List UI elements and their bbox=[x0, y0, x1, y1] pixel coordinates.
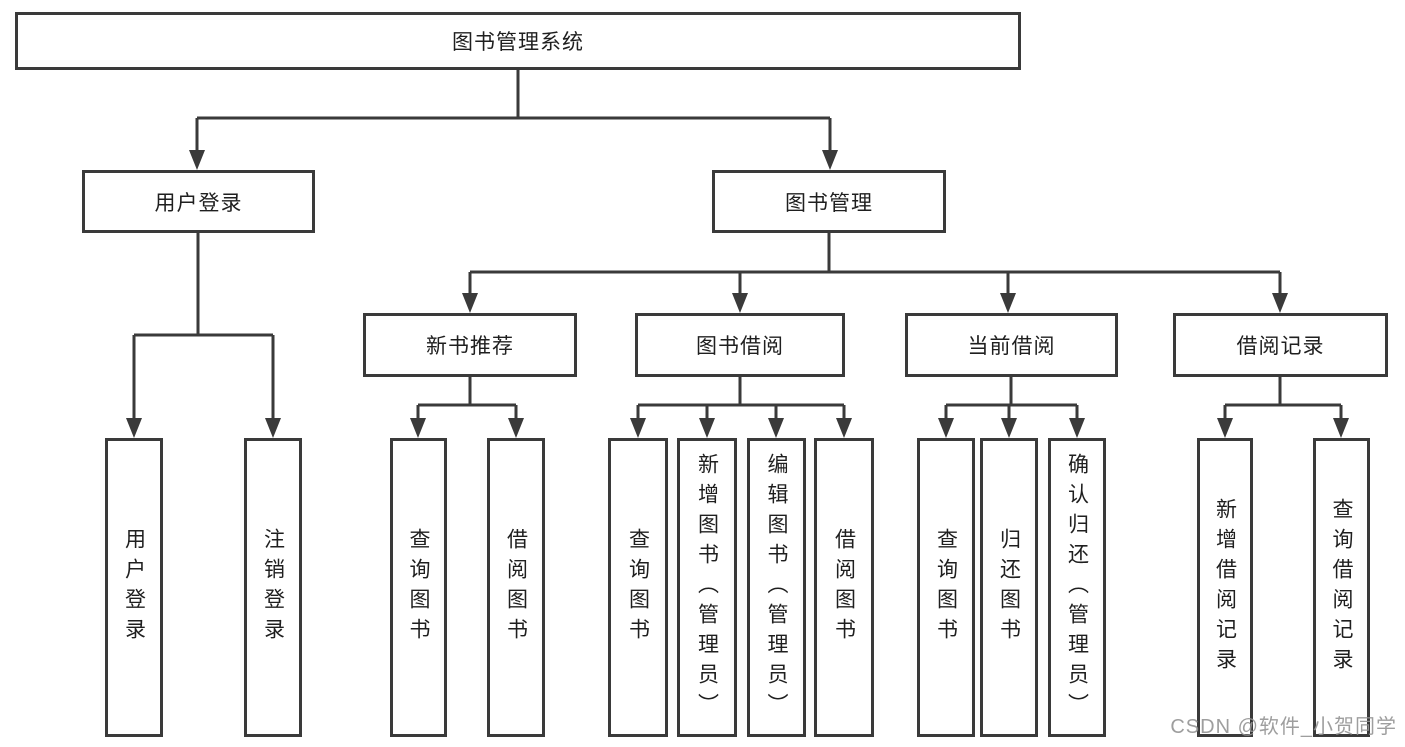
node-new-book-recommend: 新书推荐 bbox=[363, 313, 577, 377]
leaf-label: 查询图书 bbox=[626, 527, 650, 648]
leaf-query-books-2: 查询图书 bbox=[608, 438, 668, 737]
arrowhead-icon bbox=[462, 293, 478, 313]
csdn-watermark: CSDN @软件_小贺同学 bbox=[1170, 716, 1397, 738]
leaf-add-books-admin: 新增图书（管理员） bbox=[677, 438, 737, 737]
connector-root-to-level2 bbox=[195, 70, 832, 151]
arrowhead-icon bbox=[1272, 293, 1288, 313]
arrowhead-icon bbox=[410, 418, 426, 438]
arrowhead-icon bbox=[508, 418, 524, 438]
arrowhead-icon bbox=[1000, 293, 1016, 313]
leaf-query-books-1: 查询图书 bbox=[390, 438, 447, 737]
leaf-label: 编辑图书（管理员） bbox=[765, 452, 788, 723]
node-label: 借阅记录 bbox=[1236, 335, 1325, 358]
leaf-label: 借阅图书 bbox=[504, 527, 528, 648]
arrowhead-icon bbox=[822, 150, 838, 170]
node-user-login-group: 用户登录 bbox=[82, 170, 315, 233]
leaf-user-login: 用户登录 bbox=[105, 438, 163, 737]
leaf-confirm-return-admin: 确认归还（管理员） bbox=[1048, 438, 1106, 737]
leaf-query-borrow-record: 查询借阅记录 bbox=[1313, 438, 1370, 737]
node-label: 当前借阅 bbox=[967, 335, 1056, 358]
node-borrowing-records: 借阅记录 bbox=[1173, 313, 1388, 377]
leaf-query-books-3: 查询图书 bbox=[917, 438, 975, 737]
node-label: 图书管理 bbox=[785, 191, 873, 215]
arrowhead-icon bbox=[768, 418, 784, 438]
leaf-borrow-books-2: 借阅图书 bbox=[814, 438, 874, 737]
arrowhead-icon bbox=[732, 293, 748, 313]
connector-borrow-to-leaves bbox=[636, 377, 846, 421]
connector-record-to-leaves bbox=[1223, 377, 1343, 421]
leaf-borrow-books-1: 借阅图书 bbox=[487, 438, 545, 737]
leaf-edit-books-admin: 编辑图书（管理员） bbox=[747, 438, 806, 737]
arrowhead-icon bbox=[1001, 418, 1017, 438]
leaf-label: 归还图书 bbox=[997, 527, 1021, 648]
leaf-label: 用户登录 bbox=[122, 527, 146, 648]
node-label: 新书推荐 bbox=[426, 335, 514, 358]
leaf-label: 注销登录 bbox=[261, 527, 285, 648]
leaf-label: 查询图书 bbox=[407, 527, 430, 648]
node-label: 用户登录 bbox=[154, 191, 243, 215]
leaf-label: 新增图书（管理员） bbox=[695, 452, 719, 723]
connector-newbook-to-leaves bbox=[416, 377, 518, 421]
arrowhead-icon bbox=[265, 418, 281, 438]
leaf-label: 查询图书 bbox=[934, 527, 958, 648]
arrowhead-icon bbox=[938, 418, 954, 438]
node-current-borrowing: 当前借阅 bbox=[905, 313, 1118, 377]
connector-bookmgmt-to-level3 bbox=[468, 233, 1282, 295]
arrowhead-icon bbox=[836, 418, 852, 438]
leaf-add-borrow-record: 新增借阅记录 bbox=[1197, 438, 1253, 737]
node-root: 图书管理系统 bbox=[15, 12, 1021, 70]
node-root-label: 图书管理系统 bbox=[452, 31, 584, 54]
node-book-borrowing: 图书借阅 bbox=[635, 313, 845, 377]
arrowhead-icon bbox=[189, 150, 205, 170]
leaf-label: 新增借阅记录 bbox=[1213, 497, 1237, 678]
arrowhead-icon bbox=[1217, 418, 1233, 438]
node-label: 图书借阅 bbox=[696, 335, 784, 358]
arrowheads bbox=[126, 150, 1349, 438]
leaf-label: 确认归还（管理员） bbox=[1065, 452, 1089, 723]
leaf-logout: 注销登录 bbox=[244, 438, 302, 737]
arrowhead-icon bbox=[1333, 418, 1349, 438]
leaf-return-books: 归还图书 bbox=[980, 438, 1038, 737]
arrowhead-icon bbox=[126, 418, 142, 438]
arrowhead-icon bbox=[1069, 418, 1085, 438]
node-book-management: 图书管理 bbox=[712, 170, 946, 233]
arrowhead-icon bbox=[630, 418, 646, 438]
connector-current-to-leaves bbox=[944, 377, 1079, 421]
leaf-label: 查询借阅记录 bbox=[1330, 497, 1353, 678]
leaf-label: 借阅图书 bbox=[832, 527, 856, 648]
connector-login-to-leaves bbox=[132, 233, 275, 420]
arrowhead-icon bbox=[699, 418, 715, 438]
